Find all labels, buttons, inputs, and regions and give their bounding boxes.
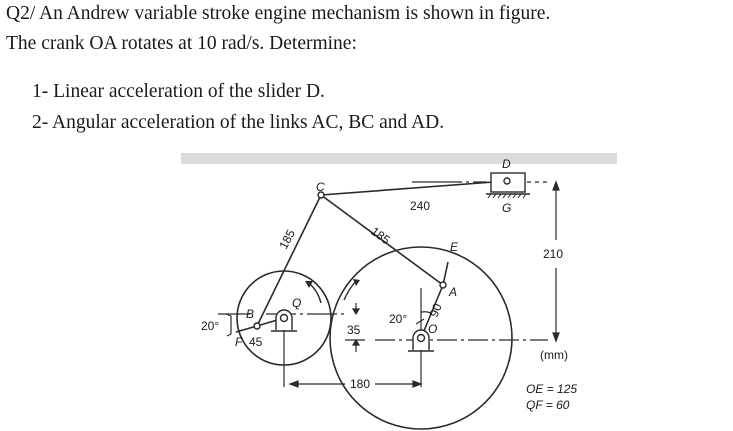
label-D: D	[502, 157, 511, 171]
units-label: (mm)	[540, 348, 568, 362]
pin-Q	[279, 313, 289, 323]
dim-OA: 90	[427, 301, 445, 319]
label-C: C	[316, 180, 325, 194]
angle-QB: 20°	[201, 319, 219, 333]
large-wheel-circle	[329, 246, 513, 430]
pin-D	[503, 177, 511, 185]
pin-C	[317, 191, 325, 199]
crank-OA	[420, 284, 444, 339]
label-F: F	[235, 335, 243, 349]
figure-band	[181, 153, 617, 164]
pin-A	[439, 281, 447, 289]
question-line-1: Q2/ An Andrew variable stroke engine mec…	[6, 3, 551, 24]
task-item-2: 2- Angular acceleration of the links AC,…	[32, 112, 445, 133]
link-CD	[320, 180, 508, 196]
note-QF: QF = 60	[526, 398, 570, 412]
label-B: B	[246, 307, 254, 321]
dim-180: 180	[350, 377, 370, 391]
task-item-1: 1- Linear acceleration of the slider D.	[32, 81, 325, 102]
label-Q: Q	[292, 296, 301, 310]
dim-AC: 185	[368, 224, 393, 247]
note-OE: OE = 125	[526, 382, 577, 396]
angle-OA: 20°	[389, 312, 407, 326]
pin-O	[416, 333, 426, 343]
dim-35: 35	[347, 323, 361, 337]
dim-CD: 240	[410, 199, 430, 213]
label-O: O	[428, 322, 437, 336]
label-G: G	[502, 201, 511, 215]
question-line-2: The crank OA rotates at 10 rad/s. Determ…	[6, 33, 357, 54]
line-AE	[442, 261, 449, 286]
link-AC	[320, 194, 444, 286]
link-BC	[256, 194, 322, 327]
label-A: A	[448, 285, 457, 299]
dim-210: 210	[543, 247, 563, 261]
label-E: E	[450, 240, 459, 254]
pin-B	[253, 322, 261, 330]
dim-QB: 45	[249, 335, 263, 349]
